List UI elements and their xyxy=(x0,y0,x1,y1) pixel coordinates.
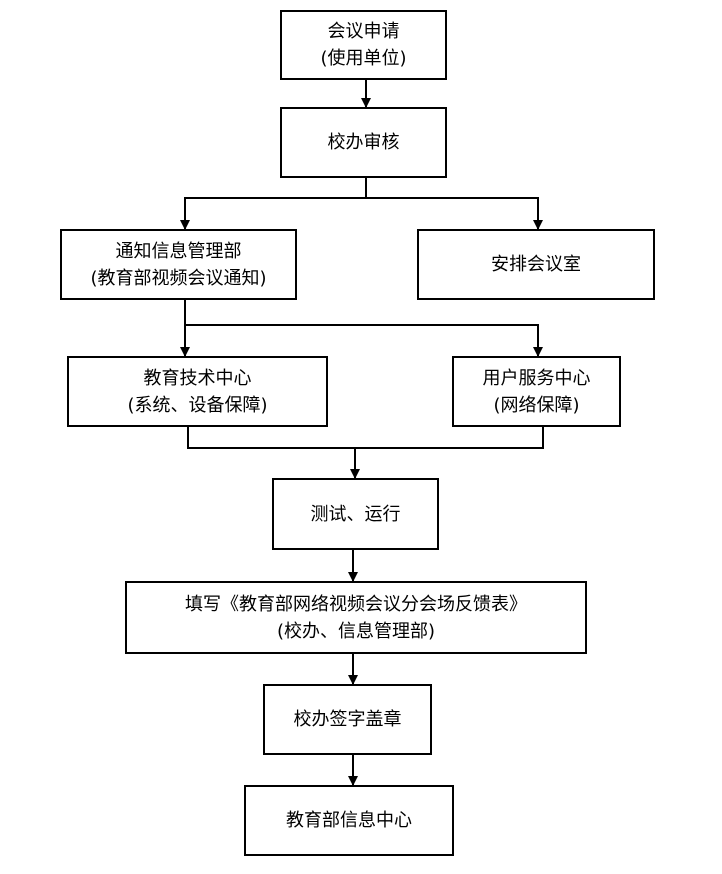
node-moe-center: 教育部信息中心 xyxy=(244,785,454,856)
node-feedback-title: 填写《教育部网络视频会议分会场反馈表》 xyxy=(185,593,527,615)
node-sign-seal: 校办签字盖章 xyxy=(263,684,432,755)
node-apply-title: 会议申请 xyxy=(327,21,400,42)
node-tech-center-subtitle: (系统、设备保障) xyxy=(127,394,268,416)
node-test-run: 测试、运行 xyxy=(272,478,439,550)
node-sign-seal-title: 校办签字盖章 xyxy=(293,709,402,730)
node-arrange-room: 安排会议室 xyxy=(417,229,655,300)
node-tech-center: 教育技术中心 (系统、设备保障) xyxy=(67,356,328,427)
node-tech-center-title: 教育技术中心 xyxy=(143,367,252,389)
node-notify-title: 通知信息管理部 xyxy=(115,240,242,262)
node-arrange-room-title: 安排会议室 xyxy=(491,254,581,275)
node-apply-subtitle: (使用单位) xyxy=(320,48,407,69)
node-feedback-subtitle: (校办、信息管理部) xyxy=(276,620,436,642)
node-feedback: 填写《教育部网络视频会议分会场反馈表》 (校办、信息管理部) xyxy=(125,581,587,654)
node-test-run-title: 测试、运行 xyxy=(310,503,401,525)
node-user-center-title: 用户服务中心 xyxy=(482,367,591,389)
edge-review-arrange xyxy=(366,197,543,230)
node-user-center-subtitle: (网络保障) xyxy=(493,394,580,416)
node-review-title: 校办审核 xyxy=(327,132,400,153)
node-apply: 会议申请 (使用单位) xyxy=(280,10,447,80)
node-review: 校办审核 xyxy=(280,107,447,178)
node-notify-subtitle: (教育部视频会议通知) xyxy=(90,267,267,289)
edge-review-branch xyxy=(180,178,367,230)
node-moe-center-title: 教育部信息中心 xyxy=(286,810,412,831)
edge-notify-user xyxy=(185,324,543,357)
edge-tech-merge xyxy=(187,427,544,449)
node-notify: 通知信息管理部 (教育部视频会议通知) xyxy=(60,229,297,300)
node-user-center: 用户服务中心 (网络保障) xyxy=(452,356,621,427)
